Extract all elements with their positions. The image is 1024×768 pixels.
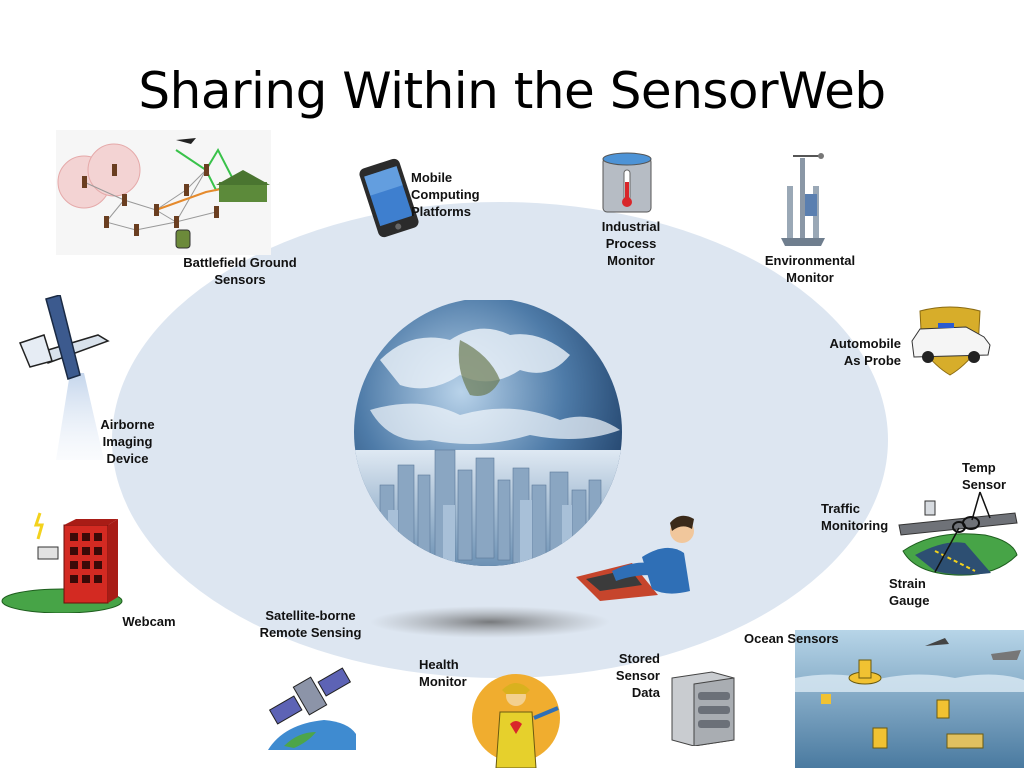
- label-battlefield-ground-sensors: Battlefield Ground Sensors: [183, 255, 297, 287]
- sensor-network-icon: [56, 130, 271, 255]
- label-traffic-monitoring: Traffic Monitoring: [821, 501, 889, 533]
- satellite-icon: [268, 667, 356, 750]
- label-industrial-process-monitor: Industrial Process Monitor: [601, 219, 661, 268]
- label-automobile-as-probe: Automobile As Probe: [829, 336, 902, 368]
- label-satellite-borne-remote-sensing: Satellite-borne Remote Sensing: [259, 608, 362, 640]
- bridge-traffic-icon: [898, 500, 1018, 576]
- slide-title: Sharing Within the SensorWeb: [138, 62, 886, 120]
- server-storage-icon: [671, 671, 735, 746]
- label-webcam: Webcam: [122, 614, 176, 629]
- firefighter-icon: [472, 674, 560, 768]
- ocean-buoy-icon: [795, 630, 1024, 768]
- weather-station-icon: [781, 153, 825, 246]
- thermometer-tank-icon: [602, 152, 652, 213]
- airplane-icon: [18, 295, 110, 460]
- police-car-badge-icon: [911, 306, 991, 376]
- label-environmental-monitor: Environmental Monitor: [764, 253, 856, 285]
- label-ocean-sensors: Ocean Sensors: [744, 631, 839, 646]
- label-health-monitor: Health Monitor: [419, 657, 467, 689]
- person-laptop-icon: [576, 515, 694, 601]
- globe-city-icon: [354, 300, 622, 638]
- label-mobile-computing-platforms: Mobile Computing Platforms: [411, 170, 480, 219]
- mobile-phone-icon: [359, 158, 419, 238]
- label-strain-gauge: Strain Gauge: [889, 576, 930, 608]
- label-temp-sensor: Temp Sensor: [962, 460, 1007, 492]
- label-stored-sensor-data: Stored Sensor Data: [615, 651, 660, 700]
- webcam-building-icon: [1, 512, 123, 613]
- label-airborne-imaging-device: Airborne Imaging Device: [100, 417, 155, 466]
